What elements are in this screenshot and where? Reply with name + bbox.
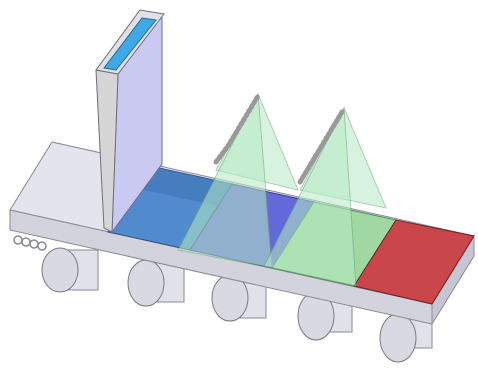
roller-1 — [42, 248, 98, 292]
edge-coils — [14, 236, 46, 250]
